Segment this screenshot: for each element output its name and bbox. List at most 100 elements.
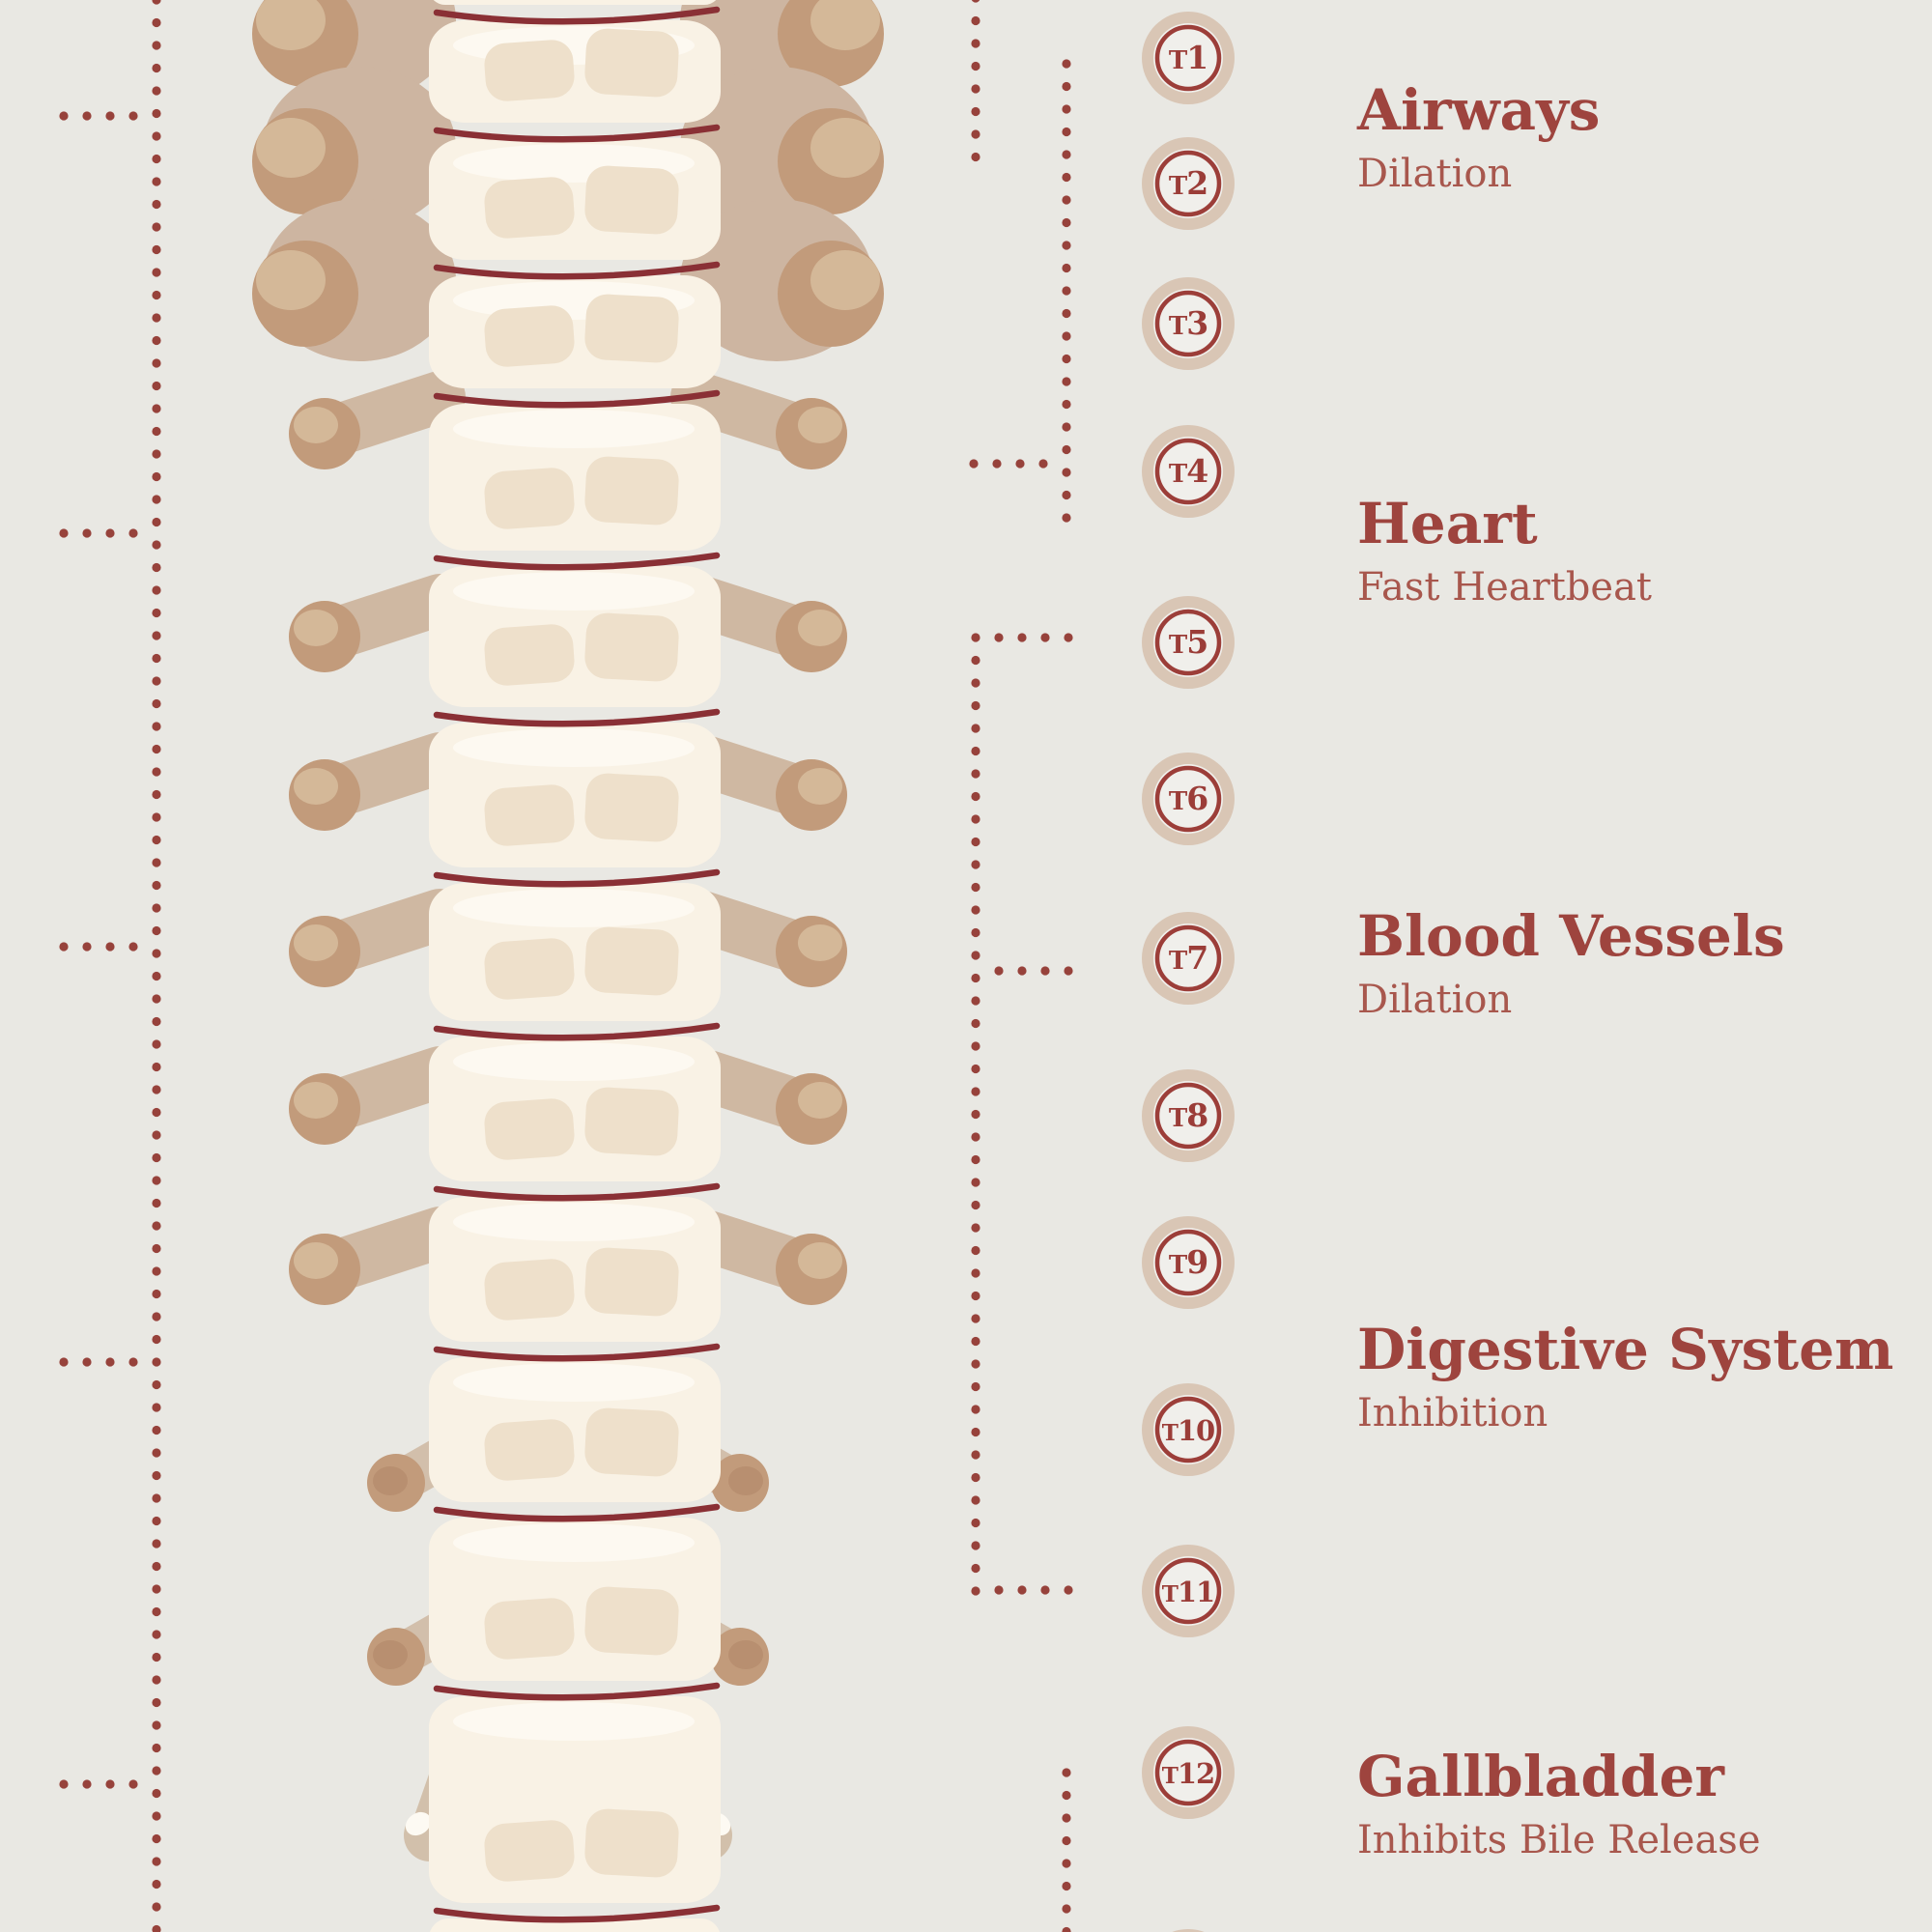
organ-heading-heart: Heart: [1357, 491, 1538, 556]
left-guide-dot: [152, 1334, 161, 1345]
bracket-guide-dot: [1062, 263, 1071, 273]
organ-sub-blood-vessels: Dilation: [1357, 978, 1513, 1022]
vertebral-bodies: [429, 0, 721, 1932]
process-wing-highlight: [405, 1811, 432, 1836]
bracket-tick-dot: [1040, 633, 1050, 642]
left-guide-dot: [152, 562, 161, 573]
vertebra-marker: T12: [1142, 1726, 1235, 1819]
vertebra-body: [430, 1918, 720, 1932]
bracket-guide-dot: [971, 1336, 980, 1347]
vertebra-body: [433, 0, 717, 5]
bracket-guide-dot: [971, 655, 980, 666]
left-guide-dot: [152, 358, 161, 368]
left-tick-dot: [128, 1779, 138, 1789]
left-guide-dot: [152, 1811, 161, 1821]
bracket-guide-dot: [971, 633, 980, 642]
left-tick-dot: [105, 528, 115, 538]
vertebra-shade-patch: [584, 165, 679, 235]
bracket-guide-dot: [1062, 241, 1071, 250]
marker-ring: [1154, 1739, 1222, 1806]
marker-label: T10: [1162, 1414, 1214, 1447]
bracket-guide-dot: [971, 1450, 980, 1460]
bracket-guide-dot: [971, 927, 980, 938]
bracket-guide-dot: [971, 814, 980, 824]
vertebra-shade-patch: [584, 1808, 679, 1878]
bracket-guide-dot: [1062, 286, 1071, 296]
bracket-guide-dot: [971, 769, 980, 779]
vertebra-shade-patch: [584, 1087, 679, 1156]
vertebra-shade-patch: [584, 1586, 679, 1656]
organ-label-heart: Heart Fast Heartbeat: [1357, 496, 1652, 607]
process-knob-inner: [798, 610, 842, 646]
marker-label: T1: [1169, 39, 1208, 76]
left-tick-dot: [59, 942, 69, 952]
bracket-guide-dot: [971, 746, 980, 756]
disc-line: [433, 1343, 721, 1362]
process-knob-inner: [294, 1242, 338, 1279]
bracket-guide-dot: [971, 1291, 980, 1301]
marker-ring: [1154, 765, 1222, 833]
left-tick-dot: [82, 1357, 92, 1367]
bracket-guide-dot: [971, 1359, 980, 1369]
vertebra-shade-patch: [484, 1259, 575, 1321]
bracket-guide-dot: [971, 1314, 980, 1323]
vertebra-shade-patch: [584, 1407, 679, 1477]
vertebra-shade-patch: [484, 1820, 575, 1882]
left-guide-dot: [152, 971, 161, 981]
left-guide-dot: [152, 835, 161, 845]
marker-ring: [1154, 1229, 1222, 1296]
disc-line: [433, 1904, 721, 1923]
bracket-guide-dot: [971, 1200, 980, 1210]
left-guide-dot: [152, 789, 161, 800]
left-tick-dot: [105, 111, 115, 121]
left-guide-dot: [152, 880, 161, 891]
bracket-guide-dot: [971, 1472, 980, 1483]
bracket-guide-dot: [971, 860, 980, 869]
bracket-guide-dot: [1062, 81, 1071, 92]
vertebra-marker: T11: [1142, 1545, 1235, 1637]
left-guide-dot: [152, 1470, 161, 1481]
left-tick-dot: [105, 942, 115, 952]
bracket-guide-dot: [1062, 172, 1071, 183]
bracket-tick-dot: [1040, 1585, 1050, 1595]
process-knob-inner: [294, 610, 338, 646]
marker-ring: [1154, 924, 1222, 992]
dotted-guides: [59, 0, 1073, 1932]
process-knob-inner: [728, 1640, 763, 1669]
bracket-guide-dot: [971, 1518, 980, 1528]
organ-heading-airways: Airways: [1357, 77, 1601, 143]
left-tick-dot: [59, 1357, 69, 1367]
marker-disc: [1153, 764, 1223, 834]
process-knob-inner: [810, 118, 880, 178]
bracket-tick-dot: [994, 966, 1004, 976]
left-guide-dot: [152, 1652, 161, 1662]
marker-disc: [1153, 23, 1223, 93]
left-guide-dot: [152, 404, 161, 413]
bracket-guide-dot: [1062, 195, 1071, 205]
left-guide-dot: [152, 1130, 161, 1140]
disc-lines: [433, 6, 721, 1923]
vertebra-shade-patch: [484, 784, 575, 846]
organ-sub-heart: Fast Heartbeat: [1357, 565, 1652, 610]
bracket-tick-dot: [1015, 459, 1025, 469]
left-guide-dot: [152, 1312, 161, 1321]
organ-heading-digestive-system: Digestive System: [1357, 1317, 1894, 1382]
bracket-guide-dot: [971, 882, 980, 893]
left-guide-dot: [152, 1425, 161, 1435]
bracket-tick-dot: [1017, 1585, 1027, 1595]
bracket-guide-dot: [971, 791, 980, 802]
vertebra-marker: T9: [1142, 1216, 1235, 1309]
bracket-guide-dot: [971, 1087, 980, 1096]
process-knob-inner: [798, 407, 842, 443]
bracket-guide-dot: [971, 1132, 980, 1142]
bracket-guide-dot: [1062, 490, 1071, 500]
bracket-guide-dot: [971, 1245, 980, 1256]
disc-line: [433, 1503, 721, 1522]
left-guide-dot: [152, 41, 161, 50]
vertebra-shade-patch: [484, 177, 575, 239]
left-guide-dot: [152, 1357, 161, 1367]
vertebra-marker: T2: [1142, 137, 1235, 230]
left-guide-dot: [152, 585, 161, 595]
bracket-guide-dot: [1062, 444, 1071, 455]
bracket-guide-dot: [1062, 1859, 1071, 1868]
